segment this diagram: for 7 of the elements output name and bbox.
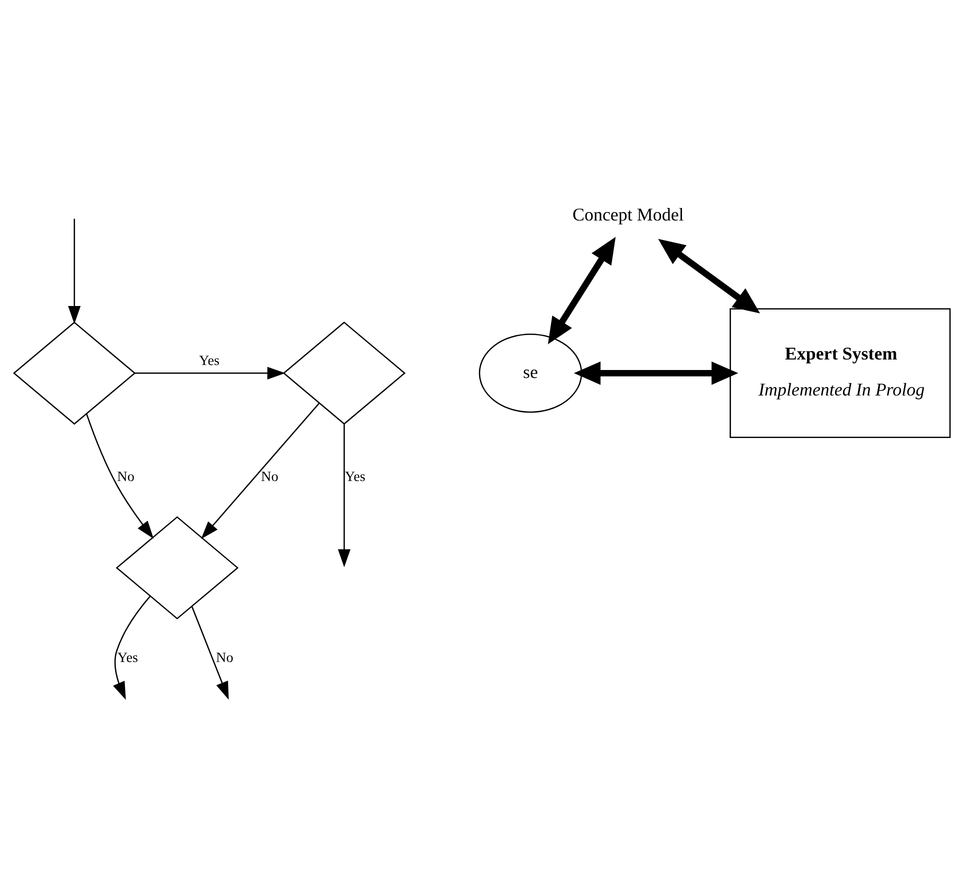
edge-label: Yes [344,468,366,484]
edge-label: Yes [117,650,138,666]
node-text: Concept Model [572,204,684,224]
edge-label: No [117,468,134,484]
edge-label: No [261,468,278,484]
edge-label: Yes [199,352,220,369]
edge-label: No [216,650,234,666]
